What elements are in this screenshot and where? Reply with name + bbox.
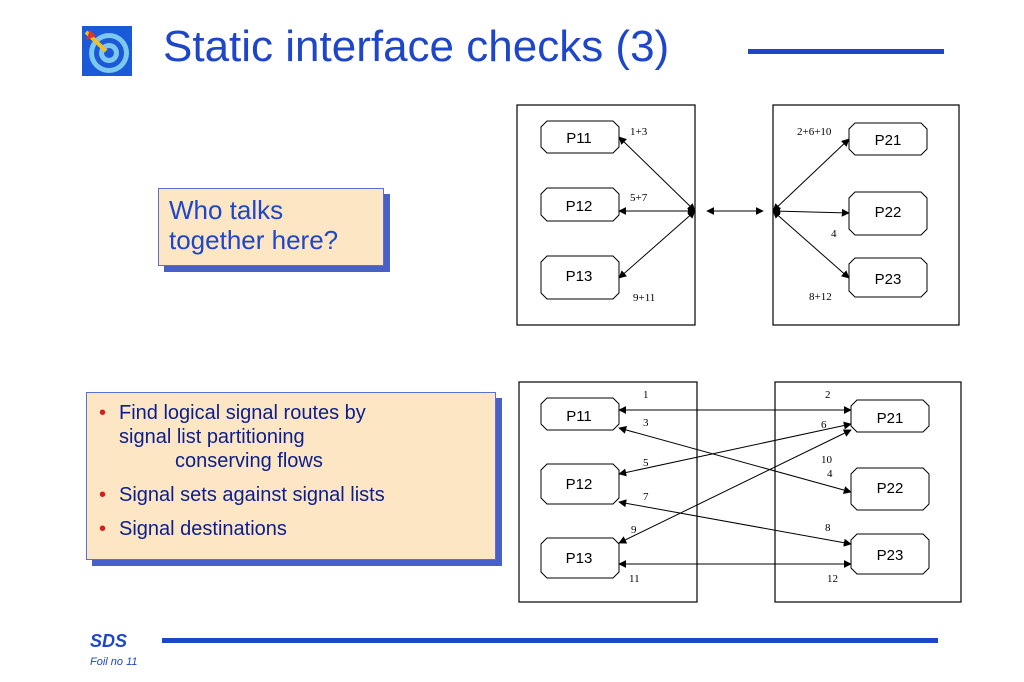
signal-label: 1+3 <box>630 126 648 138</box>
signal-label: 2+6+10 <box>797 126 832 138</box>
process-box <box>848 122 928 156</box>
route-arrow <box>618 136 696 212</box>
process-label: P11 <box>566 408 592 425</box>
signal-label: 5+7 <box>630 192 648 204</box>
signal-label: 10 <box>821 454 833 466</box>
callout-line: Who talks <box>169 195 284 225</box>
route-arrow <box>618 499 852 547</box>
process-box <box>540 255 620 300</box>
process-label: P23 <box>877 547 904 564</box>
signal-label: 7 <box>643 491 649 503</box>
process-label: P21 <box>877 410 904 427</box>
signal-label: 2 <box>825 389 831 401</box>
signal-label: 4 <box>827 468 833 480</box>
process-label: P23 <box>875 271 902 288</box>
process-box <box>540 463 620 505</box>
process-label: P22 <box>875 204 902 221</box>
signal-label: 9+11 <box>633 292 655 304</box>
signal-label: 11 <box>629 573 640 585</box>
target-logo-icon <box>82 26 132 76</box>
route-arrow <box>772 207 850 217</box>
route-arrow <box>772 138 850 212</box>
footer-rule <box>162 638 938 643</box>
route-arrow <box>618 426 852 494</box>
process-label: P21 <box>875 132 902 149</box>
route-arrow <box>772 210 850 279</box>
process-box <box>850 533 930 575</box>
page-title: Static interface checks (3) <box>163 22 670 71</box>
signal-label: 12 <box>827 573 838 585</box>
signal-label: 4 <box>831 228 837 240</box>
process-box <box>540 397 620 431</box>
list-item: • Find logical signal routes by signal l… <box>99 402 366 472</box>
bullet-dot-icon: • <box>99 402 107 424</box>
signal-label: 8 <box>825 522 831 534</box>
foil-number: Foil no 11 <box>90 656 138 668</box>
process-label: P13 <box>566 268 593 285</box>
process-label: P13 <box>566 550 593 567</box>
signal-routes-diagram: P11 P12 P13 P21 P22 P23 1 3 5 7 9 11 2 6… <box>518 381 962 603</box>
route-arrow <box>618 429 852 544</box>
process-label: P12 <box>566 476 593 493</box>
signal-label: 8+12 <box>809 291 832 303</box>
process-box <box>540 537 620 579</box>
signal-label: 3 <box>643 417 649 429</box>
footer-brand: SDS <box>90 631 128 651</box>
process-box <box>540 120 620 154</box>
bullet-list: • Find logical signal routes by signal l… <box>86 392 496 560</box>
question-callout: Who talks together here? <box>158 188 384 266</box>
process-box <box>540 187 620 222</box>
route-arrow <box>618 210 696 279</box>
bullet-dot-icon: • <box>99 518 107 540</box>
route-arrow <box>618 421 852 477</box>
list-item: • Signal destinations <box>99 518 287 540</box>
callout-line: together here? <box>169 225 339 255</box>
signal-label: 9 <box>631 524 637 536</box>
process-label: P22 <box>877 480 904 497</box>
process-label: P12 <box>566 198 593 215</box>
signal-label: 6 <box>821 419 827 431</box>
list-item: • Signal sets against signal lists <box>99 484 385 506</box>
signal-label: 5 <box>643 457 649 469</box>
process-label: P11 <box>566 130 592 147</box>
aggregated-routes-diagram: P11 P12 P13 P21 P22 P23 1+3 5+7 9+11 2+6… <box>516 104 960 326</box>
title-rule <box>748 49 944 54</box>
signal-label: 1 <box>643 389 649 401</box>
bullet-dot-icon: • <box>99 484 107 506</box>
